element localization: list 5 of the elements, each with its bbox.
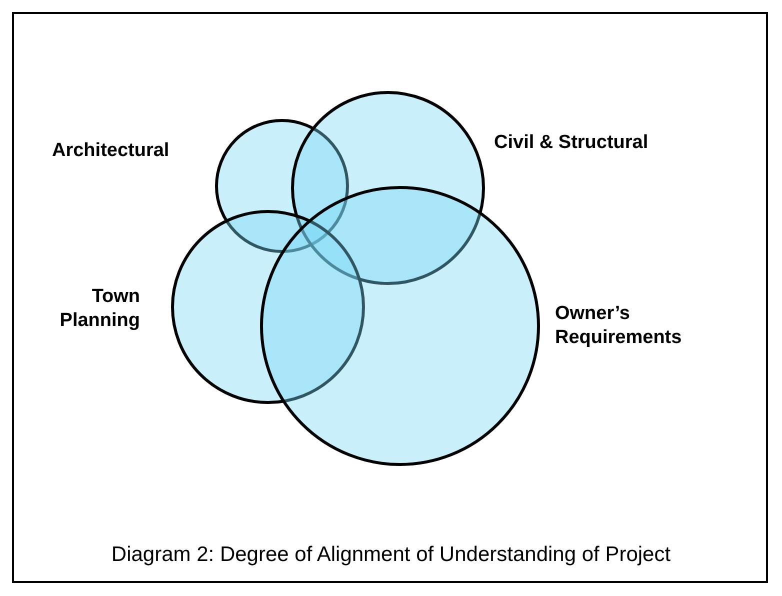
circle-label: Owner’s Requirements	[555, 302, 683, 350]
circle-label: Civil & Structural	[494, 131, 650, 155]
caption: Diagram 2: Degree of Alignment of Understanding of Project	[110, 543, 672, 567]
circle-label: Architectural	[52, 139, 170, 163]
circle-label: Town Planning	[58, 285, 140, 333]
